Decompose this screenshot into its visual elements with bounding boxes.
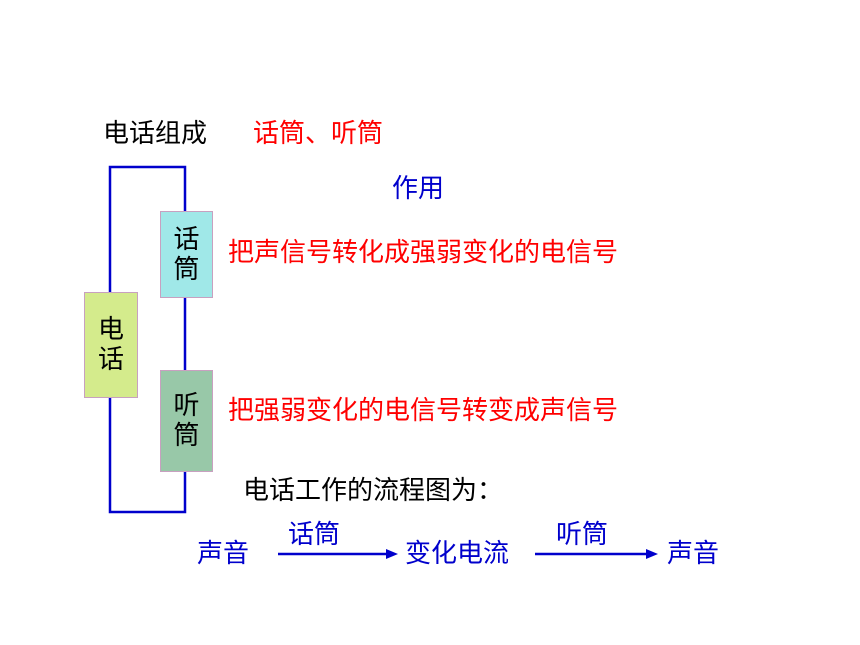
receiver-box-char-2: 筒 bbox=[173, 421, 200, 451]
flow-step2-label: 听筒 bbox=[556, 520, 609, 550]
flow-middle: 变化电流 bbox=[405, 539, 510, 569]
receiver-function: 把强弱变化的电信号转变成声信号 bbox=[228, 396, 619, 426]
flow-start: 声音 bbox=[197, 539, 250, 569]
phone-box-char-1: 电 bbox=[97, 315, 124, 345]
receiver-box-char-1: 听 bbox=[173, 391, 200, 421]
microphone-box: 话 筒 bbox=[160, 211, 213, 298]
flow-arrow-1-head bbox=[386, 549, 398, 559]
composition-label: 电话组成 bbox=[103, 119, 208, 149]
flow-title: 电话工作的流程图为： bbox=[243, 476, 504, 506]
flow-step1-label: 话筒 bbox=[288, 520, 341, 550]
flow-arrow-2-head bbox=[646, 549, 658, 559]
composition-parts: 话筒、听筒 bbox=[253, 119, 384, 149]
microphone-box-char-2: 筒 bbox=[173, 254, 200, 285]
phone-box-char-2: 话 bbox=[97, 345, 124, 375]
receiver-box: 听 筒 bbox=[160, 370, 213, 472]
microphone-box-char-1: 话 bbox=[173, 224, 200, 255]
phone-box: 电 话 bbox=[84, 292, 138, 398]
flow-end: 声音 bbox=[667, 539, 720, 569]
microphone-function: 把声信号转化成强弱变化的电信号 bbox=[228, 238, 619, 268]
function-heading: 作用 bbox=[392, 174, 445, 204]
